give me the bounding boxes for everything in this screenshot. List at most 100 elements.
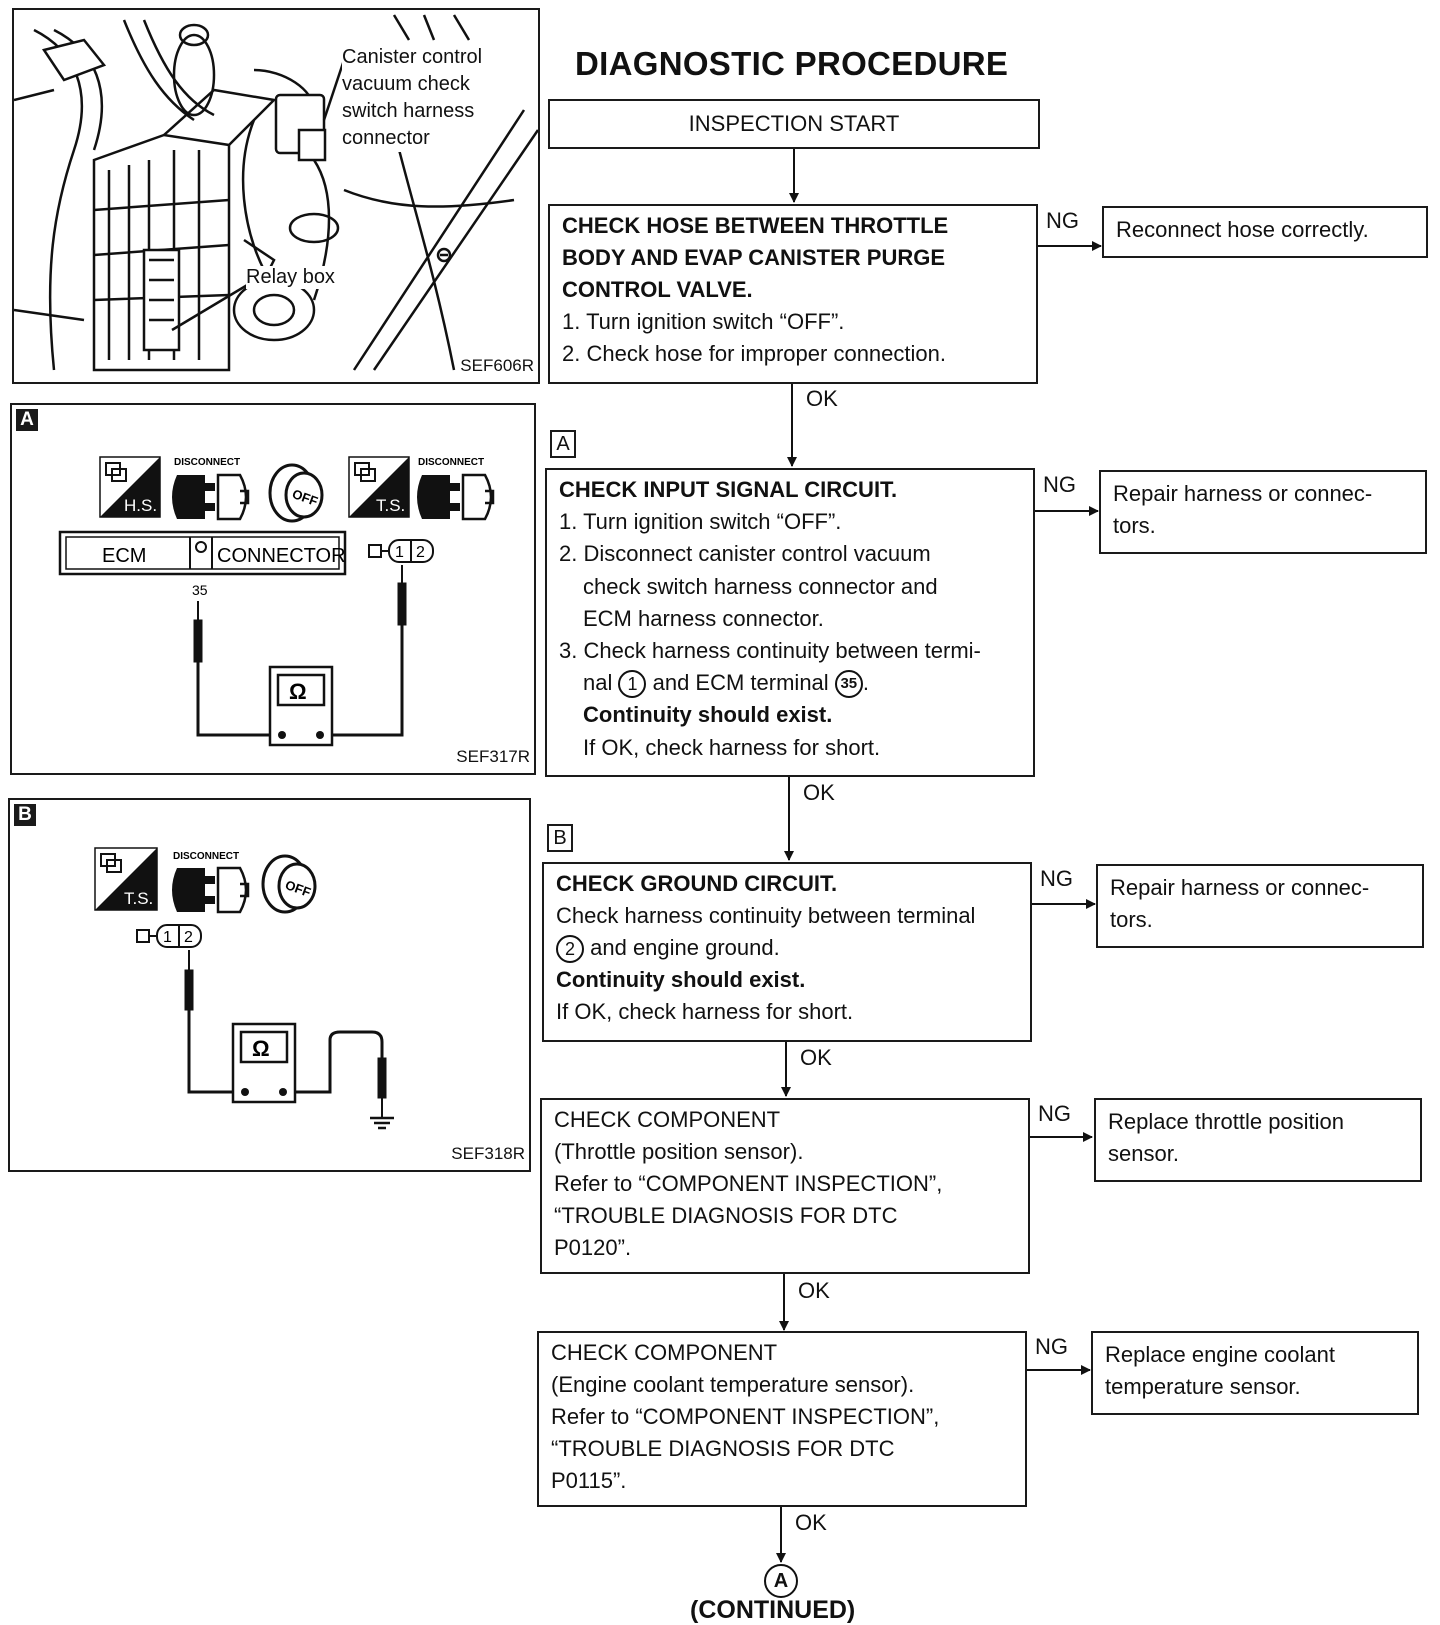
disconnect-label: DISCONNECT [174, 457, 240, 468]
callout-line: vacuum check [342, 73, 470, 95]
step1-ng-action-box: Reconnect hose correctly. [1102, 206, 1428, 258]
offpage-connector-label: A [773, 1570, 789, 1592]
step4-line: “TROUBLE DIAGNOSIS FOR DTC [554, 1203, 898, 1228]
step4-ng-action: sensor. [1108, 1141, 1179, 1166]
text: . [862, 670, 869, 696]
step2-box: CHECK INPUT SIGNAL CIRCUIT. 1. Turn igni… [545, 468, 1035, 777]
text: nal [583, 670, 613, 696]
engine-bay-illustration [14, 14, 538, 372]
step5-line: (Engine coolant temperature sensor). [551, 1372, 915, 1397]
step1-ng-label: NG [1046, 208, 1079, 233]
disconnect-icon: DISCONNECT [417, 457, 495, 521]
step4-ok-label: OK [798, 1278, 830, 1303]
step3-tag: B [547, 824, 573, 852]
ohmmeter: Ω [268, 665, 334, 747]
terminal-side-icon: T.S. [94, 847, 158, 911]
step2-ng-action: Repair harness or connec- [1113, 481, 1373, 506]
step4-line: Refer to “COMPONENT INSPECTION”, [554, 1171, 943, 1196]
step3-ng-action: tors. [1110, 907, 1153, 932]
step5-ok-label: OK [795, 1510, 827, 1535]
step2-tag: A [550, 430, 576, 458]
step2-ng-action-box: Repair harness or connec- tors. [1099, 470, 1427, 554]
step5-heading: CHECK COMPONENT [551, 1340, 778, 1365]
pin-1-label: 1 [395, 544, 404, 561]
step2-line: If OK, check harness for short. [583, 734, 881, 760]
step4-heading: CHECK COMPONENT [554, 1107, 781, 1132]
step5-line: P0115”. [551, 1468, 627, 1493]
step2-ok-label: OK [803, 780, 835, 805]
callout-line: connector [342, 127, 430, 149]
step5-box: CHECK COMPONENT (Engine coolant temperat… [537, 1331, 1027, 1507]
step3-ng-action: Repair harness or connec- [1110, 875, 1370, 900]
step1-box: CHECK HOSE BETWEEN THROTTLE BODY AND EVA… [548, 204, 1038, 384]
step4-ng-action-box: Replace throttle position sensor. [1094, 1098, 1422, 1182]
figure-sef317r: A H.S. DISCONNECT OFF [10, 403, 536, 775]
text: and engine ground. [590, 935, 780, 960]
hs-label: H.S. [124, 496, 157, 515]
continued-label: (CONTINUED) [690, 1596, 856, 1624]
step5-ng-action: temperature sensor. [1105, 1374, 1301, 1399]
step2-ng-label: NG [1043, 472, 1076, 497]
figure-tag-b: B [14, 804, 36, 826]
ground-icon [370, 1116, 394, 1130]
ignition-off-icon: OFF [268, 463, 324, 523]
inspection-start-label: INSPECTION START [688, 111, 900, 136]
step5-line: “TROUBLE DIAGNOSIS FOR DTC [551, 1436, 895, 1461]
step4-line: P0120”. [554, 1235, 632, 1260]
step3-line: If OK, check harness for short. [556, 999, 854, 1024]
step3-heading: CHECK GROUND CIRCUIT. [556, 871, 838, 896]
step1-ok-label: OK [806, 386, 838, 411]
figure-tag-a: A [16, 409, 38, 431]
ohmmeter: Ω [231, 1022, 297, 1104]
ground-circuit-test-diagram: T.S. DISCONNECT OFF 1 2 [94, 847, 394, 1130]
step3-continuity-note: Continuity should exist. [556, 967, 806, 992]
ignition-off-icon: OFF [261, 854, 317, 914]
pin-1-label: 1 [163, 929, 172, 946]
callout-relay-box: Relay box [246, 266, 335, 289]
terminal-side-icon: T.S. [348, 456, 410, 518]
ts-label: T.S. [376, 496, 405, 515]
ohm-symbol: Ω [289, 679, 307, 704]
step1-line: 1. Turn ignition switch “OFF”. [562, 309, 845, 334]
step4-ng-action: Replace throttle position [1108, 1109, 1345, 1134]
pin-2-label: 2 [416, 544, 425, 561]
harness-side-icon: H.S. [99, 456, 161, 518]
step3-terminal-line: 2 and engine ground. [556, 932, 1018, 964]
step1-line: 2. Check hose for improper connection. [562, 341, 946, 366]
connector-label: CONNECTOR [217, 545, 346, 567]
step3-line: Check harness continuity between termina… [556, 903, 976, 928]
switch-connector: 1 2 [136, 924, 202, 948]
step1-heading: BODY AND EVAP CANISTER PURGE [562, 245, 946, 270]
step5-ng-action: Replace engine coolant [1105, 1342, 1335, 1367]
step3-ng-action-box: Repair harness or connec- tors. [1096, 864, 1424, 948]
step2-continuity-note: Continuity should exist. [583, 702, 833, 728]
input-signal-test-diagram: H.S. DISCONNECT OFF T.S. DISCONNECT [58, 456, 495, 747]
disconnect-icon: DISCONNECT [172, 457, 250, 521]
step2-terminal-line: nal 1 and ECM terminal 35. [559, 667, 1021, 699]
step2-line: check switch harness connector and [583, 573, 938, 599]
disconnect-label: DISCONNECT [418, 457, 484, 468]
step3-ok-label: OK [800, 1045, 832, 1070]
ecm-label: ECM [102, 545, 146, 567]
disconnect-icon: DISCONNECT [172, 851, 250, 914]
step2-line: ECM harness connector. [583, 605, 824, 631]
figure-code: SEF317R [456, 747, 530, 766]
callout-canister-switch-connector: Canister control vacuum check switch har… [342, 44, 483, 152]
figure-sef606r: Canister control vacuum check switch har… [12, 8, 540, 384]
step4-box: CHECK COMPONENT (Throttle position senso… [540, 1098, 1030, 1274]
step2-line: 2. Disconnect canister control vacuum [559, 541, 931, 567]
step2-heading: CHECK INPUT SIGNAL CIRCUIT. [559, 477, 898, 502]
terminal-35-badge: 35 [834, 670, 863, 699]
callout-line: Canister control [342, 46, 483, 68]
terminal-2-badge: 2 [556, 935, 584, 964]
step3-ng-label: NG [1040, 866, 1073, 891]
figure-code: SEF606R [460, 356, 534, 375]
text: and ECM terminal [652, 670, 829, 696]
test-leads [193, 565, 407, 737]
step2-line: 3. Check harness continuity between term… [559, 638, 981, 664]
step1-ng-action: Reconnect hose correctly. [1116, 217, 1369, 242]
step5-ng-label: NG [1035, 1334, 1068, 1359]
step5-line: Refer to “COMPONENT INSPECTION”, [551, 1404, 940, 1429]
ts-label: T.S. [124, 889, 153, 908]
step2-ng-action: tors. [1113, 513, 1156, 538]
